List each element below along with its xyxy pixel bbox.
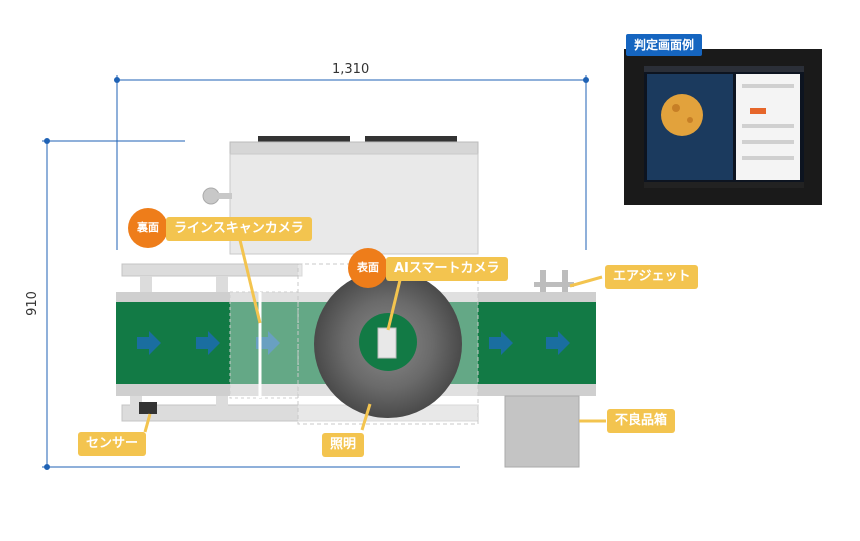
lighting-label: 照明 — [322, 433, 365, 457]
height-dimension-label: 910 — [24, 291, 40, 316]
ai-camera-lens — [377, 327, 397, 359]
decision-screen — [624, 49, 822, 205]
arrow-icon — [546, 331, 570, 355]
callout-leaders — [143, 239, 606, 433]
width-dimension-line — [114, 75, 589, 250]
belt-arrows — [137, 331, 570, 355]
reject-box-label: 不良品箱 — [607, 409, 676, 433]
arrow-icon — [256, 331, 280, 355]
screen-example-tag: 判定画面例 — [626, 34, 703, 56]
arrow-icon — [137, 331, 161, 355]
air-jet-nozzles — [534, 270, 574, 292]
arrow-icon — [489, 331, 513, 355]
line-scan-badge: 裏面 — [128, 208, 168, 248]
sensor-block — [139, 402, 157, 414]
reject-box-shape — [504, 395, 580, 468]
sensor-label: センサー — [78, 432, 147, 456]
height-dimension-line — [42, 138, 460, 470]
arrow-icon — [196, 331, 220, 355]
air-jet-label: エアジェット — [605, 265, 699, 289]
camera-housing — [202, 136, 479, 255]
line-scan-camera-label: ラインスキャンカメラ — [166, 217, 312, 241]
ai-smart-badge: 表面 — [348, 248, 388, 288]
width-dimension-label: 1,310 — [332, 62, 370, 77]
line-scan-area — [229, 291, 299, 399]
ai-smart-camera-label: AIスマートカメラ — [386, 257, 508, 281]
